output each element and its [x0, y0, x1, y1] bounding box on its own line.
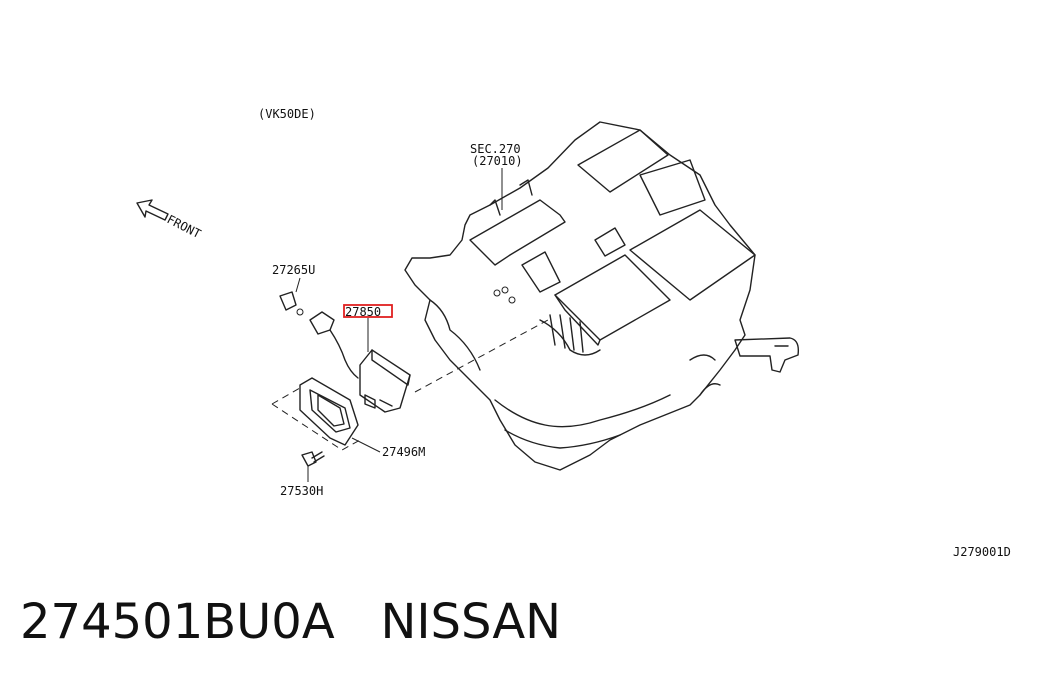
callout-screw: 27530H — [280, 484, 323, 498]
assembly-line — [414, 319, 549, 393]
part-number: 274501BU0A — [20, 594, 335, 650]
part-highlight-box — [343, 304, 393, 318]
drawing-id-label: J279001D — [953, 545, 1011, 559]
frame-part-drawing — [299, 377, 359, 446]
frame-leader-line — [351, 437, 381, 453]
bracket-part-drawing — [279, 291, 304, 316]
front-label: FRONT — [165, 212, 204, 241]
part-caption: 274501BU0A NISSAN — [20, 594, 561, 650]
section-sub-label: (27010) — [472, 154, 523, 168]
sensor-module-drawing — [309, 311, 411, 413]
bracket-leader-line — [295, 277, 301, 293]
callout-frame: 27496M — [382, 445, 425, 459]
callout-highlighted-part: 27850 — [345, 305, 381, 319]
frame-dashed-guide — [271, 387, 361, 451]
brand-name: NISSAN — [380, 594, 562, 650]
caption-spacer — [335, 594, 381, 650]
section-ref-label: SEC.270 — [470, 142, 521, 156]
screw-part-drawing — [301, 451, 325, 467]
engine-variant-label: (VK50DE) — [258, 107, 316, 121]
front-arrow-icon — [136, 199, 169, 221]
hvac-unit-drawing — [404, 121, 800, 471]
callout-bracket: 27265U — [272, 263, 315, 277]
